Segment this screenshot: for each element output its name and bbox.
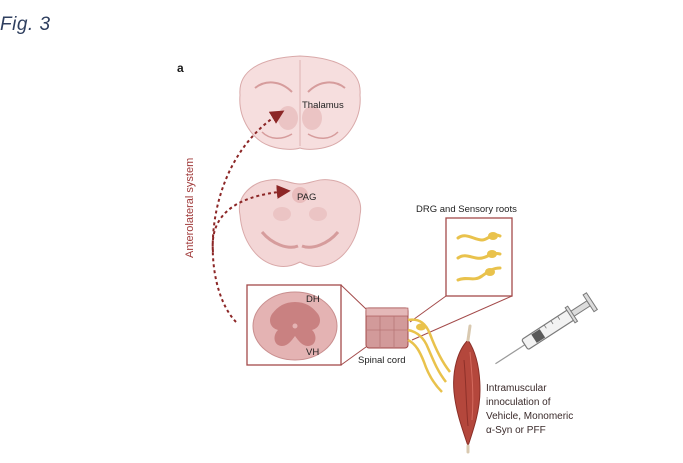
spinal-cross-section-illustration <box>252 291 338 361</box>
thalamus-label: Thalamus <box>302 100 344 111</box>
anterolateral-tract-to-pag <box>211 184 291 253</box>
injection-label-line-1: Intramuscular <box>486 383 547 394</box>
drg-label: DRG and Sensory roots <box>416 204 517 215</box>
injection-label-line-2: innoculation of <box>486 397 551 408</box>
anterolateral-system-label: Anterolateral system <box>184 158 196 258</box>
muscle-illustration <box>453 324 481 454</box>
zoom-line-bottom <box>340 346 367 366</box>
syringe-icon <box>495 292 599 365</box>
injection-label-line-4: α-Syn or PFF <box>486 425 546 436</box>
spinal-cord-label: Spinal cord <box>358 355 406 366</box>
ventral-horn-label: VH <box>306 347 319 358</box>
injection-label-line-3: Vehicle, Monomeric <box>486 411 573 422</box>
injection-label: Intramuscular innoculation of Vehicle, M… <box>486 383 576 436</box>
sensory-nerve-fibers <box>407 318 451 393</box>
drg-zoom-line-top <box>409 295 447 323</box>
drg-neurons-illustration <box>456 232 502 282</box>
brain-section-illustration <box>239 55 361 150</box>
anterolateral-tract-to-thalamus <box>211 110 285 323</box>
figure-title: Fig. 3 <box>0 14 51 35</box>
dorsal-horn-label: DH <box>306 294 320 305</box>
zoom-line-top <box>340 284 367 310</box>
brainstem-section-illustration <box>238 179 362 267</box>
spinal-cord-segment-illustration <box>365 307 409 349</box>
pag-label: PAG <box>297 192 316 203</box>
panel-letter: a <box>177 61 184 75</box>
drg-zoom-line-bottom <box>411 295 513 341</box>
